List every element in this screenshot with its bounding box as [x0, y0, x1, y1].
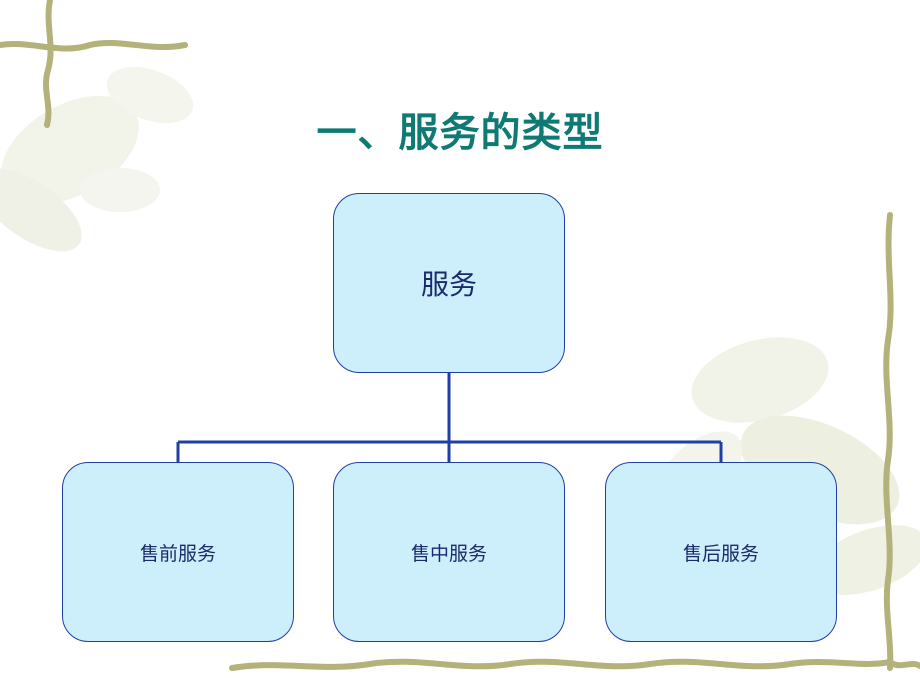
- node-label: 售后服务: [682, 542, 759, 565]
- node-in-sale-service: 售中服务: [333, 462, 565, 642]
- vine-border-decoration: [0, 0, 920, 671]
- node-label: 售前服务: [139, 542, 216, 565]
- node-root-label: 服务: [420, 268, 477, 301]
- node-label: 售中服务: [410, 542, 487, 565]
- node-pre-sale-service: 售前服务: [62, 462, 294, 642]
- node-root-service: 服务: [333, 193, 565, 373]
- slide-title: 一、服务的类型: [316, 110, 604, 156]
- node-after-sale-service: 售后服务: [605, 462, 837, 642]
